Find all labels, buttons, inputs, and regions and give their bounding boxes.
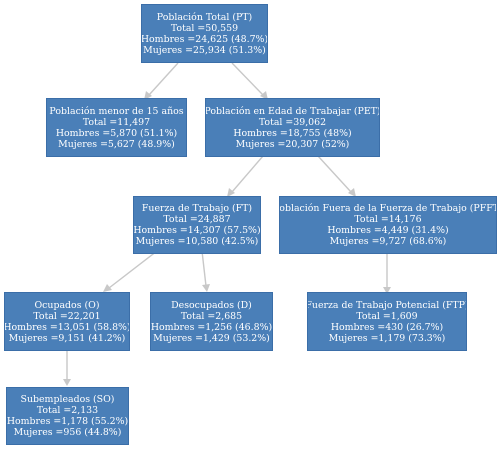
connector-pet-pfft <box>317 155 352 193</box>
arrowhead-pt-pet <box>260 91 268 100</box>
node-total: Total =39,062 <box>258 116 327 128</box>
connector-ft-ocu <box>108 250 158 289</box>
node-total: Total =11,497 <box>82 116 151 128</box>
node-total: Total =50,559 <box>170 22 239 34</box>
arrowhead-pet-pfft <box>348 188 356 197</box>
node-total: Total =2,685 <box>180 310 243 322</box>
node-hombres: Hombres =5,870 (51.1%) <box>55 127 178 139</box>
node-total: Total =14,176 <box>354 214 422 225</box>
connector-pt-pm15 <box>148 62 179 96</box>
node-title: Población Total (PT) <box>156 11 253 23</box>
node-subempleados: Subempleados (SO) Total =2,133 Hombres =… <box>6 387 129 445</box>
node-poblacion-menor-15: Población menor de 15 años Total =11,497… <box>46 98 187 157</box>
arrowhead-ocu-so <box>63 379 71 386</box>
node-title: Fuerza de Trabajo (FT) <box>141 203 253 214</box>
node-title: Subempleados (SO) <box>20 394 115 405</box>
arrowhead-pet-ft <box>227 188 235 197</box>
node-hombres: Hombres =13,051 (58.8%) <box>4 321 130 333</box>
node-title: Población Fuera de la Fuerza de Trabajo … <box>279 203 497 214</box>
node-total: Total =1,609 <box>356 310 418 322</box>
node-title: Desocupados (D) <box>171 299 252 311</box>
node-mujeres: Mujeres =10,580 (42.5%) <box>135 236 259 247</box>
arrowhead-ft-des <box>202 284 210 292</box>
node-desocupados: Desocupados (D) Total =2,685 Hombres =1,… <box>150 292 273 351</box>
node-hombres: Hombres =1,256 (46.8%) <box>150 321 273 333</box>
node-hombres: Hombres =4,449 (31.4%) <box>327 225 449 236</box>
node-mujeres: Mujeres =25,934 (51.3%) <box>143 44 266 56</box>
node-mujeres: Mujeres =1,429 (53.2%) <box>153 332 270 344</box>
node-poblacion-edad-trabajar: Población en Edad de Trabajar (PET) Tota… <box>205 98 380 157</box>
node-hombres: Hombres =24,625 (48.7%) <box>141 33 268 45</box>
node-hombres: Hombres =1,178 (55.2%) <box>6 416 129 427</box>
connector-ft-des <box>201 250 207 287</box>
node-mujeres: Mujeres =956 (44.8%) <box>13 427 122 438</box>
node-ocupados: Ocupados (O) Total =22,201 Hombres =13,0… <box>4 292 130 351</box>
arrowhead-pt-pm15 <box>144 91 152 100</box>
node-title: Población en Edad de Trabajar (PET) <box>205 105 380 117</box>
node-mujeres: Mujeres =5,627 (48.9%) <box>58 138 175 150</box>
connector-pt-pet <box>231 62 264 96</box>
node-title: Población menor de 15 años <box>49 105 184 117</box>
node-mujeres: Mujeres =9,727 (68.6%) <box>329 236 447 247</box>
node-mujeres: Mujeres =9,151 (41.2%) <box>8 332 126 344</box>
arrowhead-ft-ocu <box>103 284 112 292</box>
node-hombres: Hombres =14,307 (57.5%) <box>133 225 261 236</box>
node-title: Fuerza de Trabajo Potencial (FTP) <box>307 299 467 311</box>
connector-pet-ft <box>231 155 264 193</box>
node-poblacion-total: Población Total (PT) Total =50,559 Hombr… <box>141 4 268 63</box>
node-poblacion-fuera-fuerza-trabajo: Población Fuera de la Fuerza de Trabajo … <box>279 196 497 254</box>
node-title: Ocupados (O) <box>34 299 100 311</box>
node-hombres: Hombres =430 (26.7%) <box>330 321 444 333</box>
node-total: Total =2,133 <box>36 405 99 416</box>
node-fuerza-trabajo-potencial: Fuerza de Trabajo Potencial (FTP) Total … <box>307 292 467 351</box>
node-total: Total =24,887 <box>163 214 231 225</box>
arrowhead-pfft-ftp <box>383 287 391 294</box>
node-hombres: Hombres =18,755 (48%) <box>233 127 352 139</box>
node-mujeres: Mujeres =1,179 (73.3%) <box>328 332 446 344</box>
node-mujeres: Mujeres =20,307 (52%) <box>235 138 350 150</box>
node-total: Total =22,201 <box>33 310 101 322</box>
node-fuerza-trabajo: Fuerza de Trabajo (FT) Total =24,887 Hom… <box>133 196 261 254</box>
